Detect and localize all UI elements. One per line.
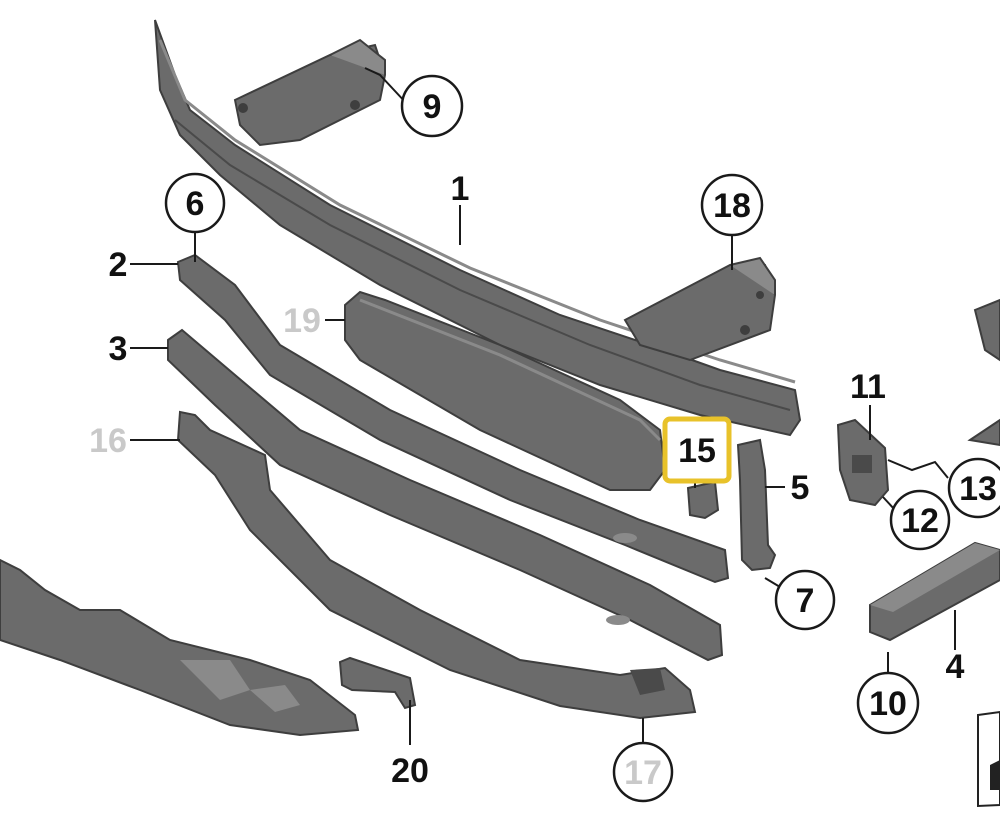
callout-10: 10 <box>856 671 920 735</box>
callout-19: 19 <box>283 302 321 340</box>
callout-3: 3 <box>109 330 128 368</box>
callout-16: 16 <box>89 422 127 460</box>
leader-lines <box>130 67 956 745</box>
callout-5: 5 <box>791 469 810 507</box>
part-block-4 <box>869 541 1000 642</box>
part-clip-20 <box>338 656 417 710</box>
svg-text:18: 18 <box>713 187 751 225</box>
callout-17: 17 <box>612 741 674 803</box>
part-lower-absorber <box>0 558 360 737</box>
callout-9: 9 <box>400 74 464 138</box>
callout-6: 6 <box>164 172 226 234</box>
part-crash-box-right <box>623 256 777 362</box>
callout-15: 15 <box>662 416 732 484</box>
part-rail-upper <box>176 253 730 584</box>
part-rail-lower <box>176 410 697 720</box>
svg-text:10: 10 <box>869 685 907 723</box>
callout-18: 18 <box>700 173 764 237</box>
part-crash-box-left <box>233 38 387 147</box>
part-bracket-15 <box>686 480 720 520</box>
part-partial-right <box>967 298 1000 808</box>
callout-20: 20 <box>391 752 429 790</box>
part-bracket-11 <box>836 418 890 507</box>
callout-1: 1 <box>451 170 470 208</box>
callout-2: 2 <box>109 246 128 284</box>
svg-text:13: 13 <box>959 470 997 508</box>
callout-12: 12 <box>889 489 951 551</box>
callout-7: 7 <box>774 569 836 631</box>
svg-text:6: 6 <box>186 185 205 223</box>
callout-11: 11 <box>850 368 886 406</box>
svg-text:7: 7 <box>796 582 815 620</box>
callout-13: 13 <box>947 457 1000 519</box>
svg-text:9: 9 <box>423 88 442 126</box>
part-bracket-5 <box>736 438 777 572</box>
part-rail-middle <box>167 328 724 662</box>
svg-text:17: 17 <box>624 754 662 792</box>
callout-4: 4 <box>946 648 965 686</box>
svg-text:15: 15 <box>678 432 716 470</box>
svg-text:12: 12 <box>901 502 939 540</box>
